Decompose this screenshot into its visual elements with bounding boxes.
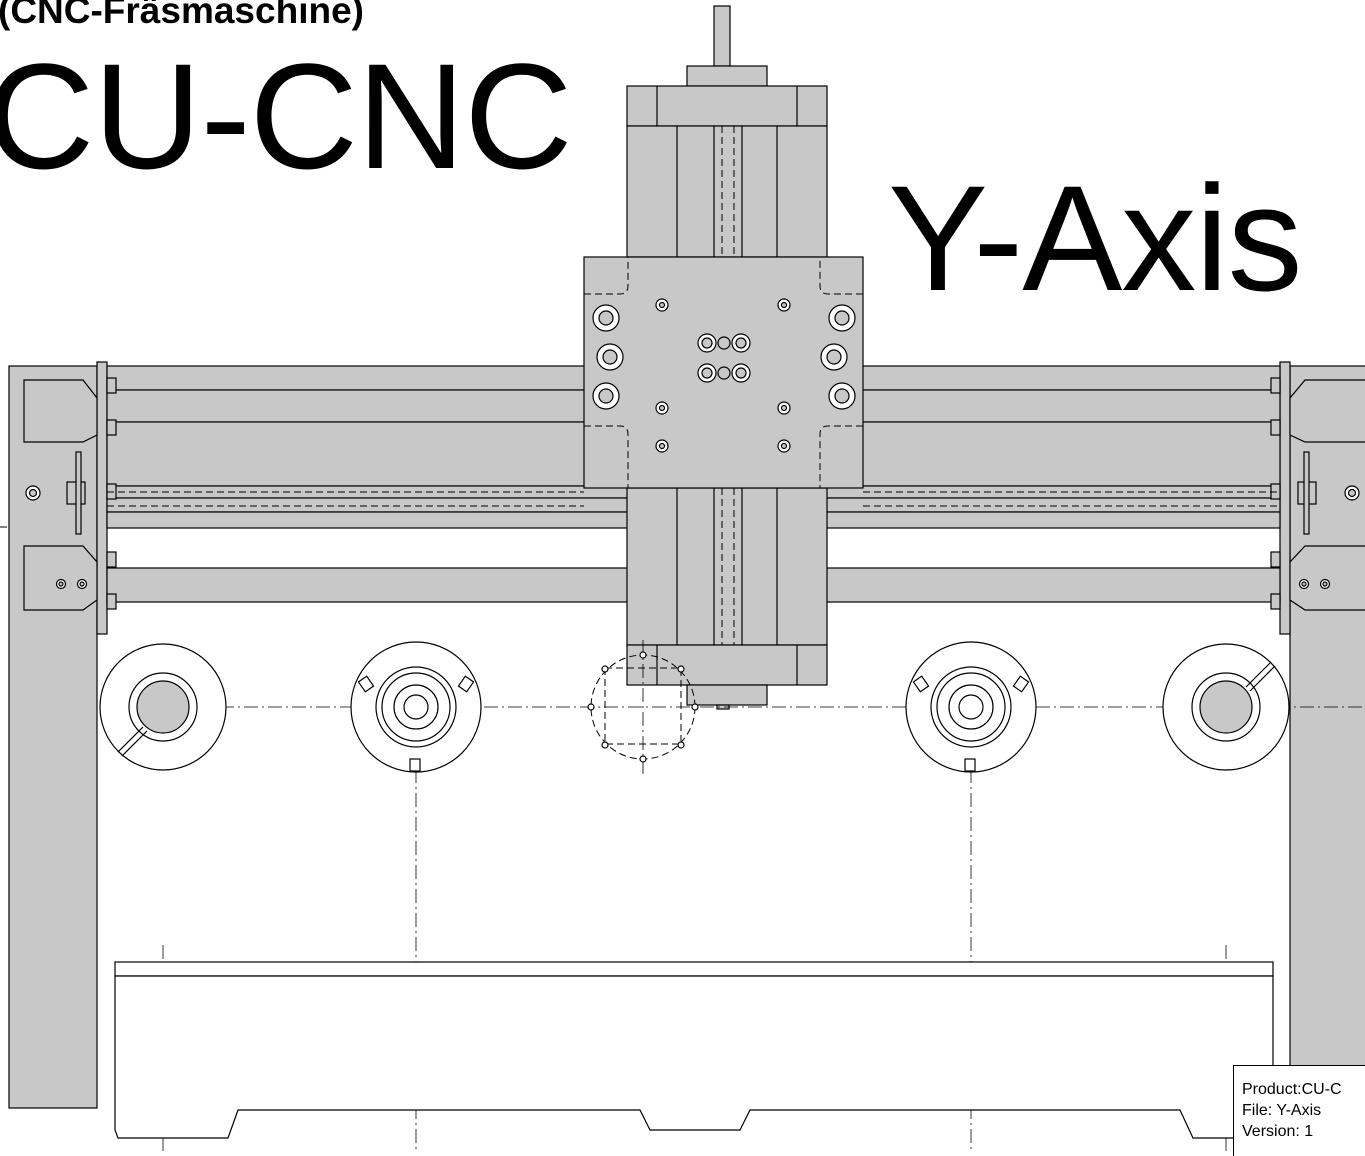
drawing-subtitle: (CNC-Fräsmaschine) (0, 0, 364, 31)
title-block-product: Product:CU-C (1242, 1081, 1342, 1098)
view-label: Y-Axis (888, 154, 1303, 322)
drawing-title: CU-CNC (0, 32, 573, 200)
title-block-version: Version: 1 (1242, 1123, 1314, 1140)
right-side-plate (1279, 361, 1365, 1109)
left-side-plate (8, 361, 108, 1109)
title-block: Product:CU-C File: Y-Axis Version: 1 (1233, 1065, 1365, 1156)
z-axis-assembly (626, 5, 828, 710)
bearing-blocks (99, 641, 1290, 773)
title-block-file: File: Y-Axis (1242, 1102, 1322, 1119)
bottom-profile (114, 961, 1274, 1139)
carriage-plate (583, 256, 864, 489)
